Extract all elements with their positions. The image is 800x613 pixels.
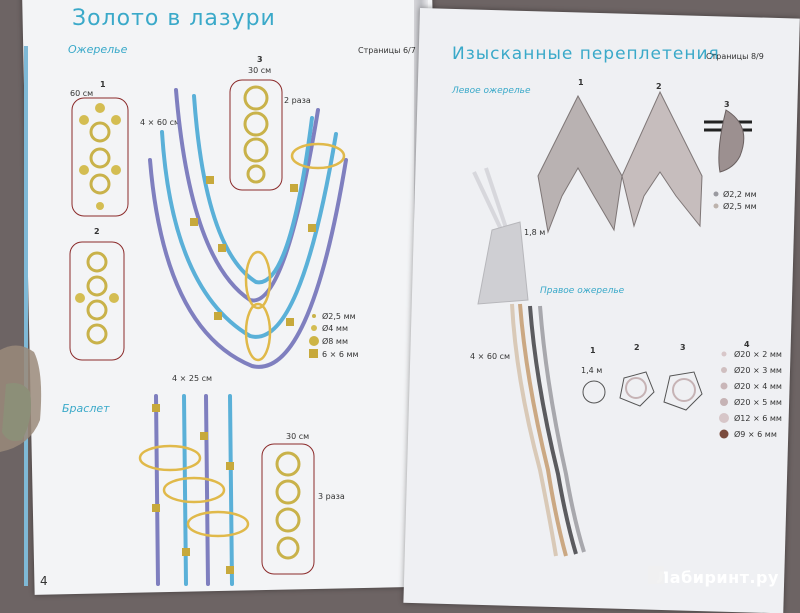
legend-label-2: Ø4 мм (322, 324, 348, 333)
right-legend-top-1: Ø2,2 мм (723, 190, 757, 199)
right-legend-top-swatches (713, 191, 719, 209)
r-step1-length: 1,4 м (581, 366, 603, 375)
right-step1-diagram (582, 380, 606, 404)
right-legend-bottom-4: Ø20 × 5 мм (734, 398, 782, 407)
step3-bead-diagram (229, 79, 283, 191)
step2-number: 2 (94, 227, 100, 236)
fingernail-shape (2, 383, 31, 441)
right-legend-bottom-5: Ø12 × 6 мм (734, 414, 782, 423)
left-edge-bar (24, 46, 28, 586)
leaf-pendant (704, 109, 752, 173)
left-page-number: 4 (40, 574, 48, 588)
right-step1-number: 1 (578, 78, 584, 87)
right-legend-top-2: Ø2,5 мм (723, 202, 757, 211)
step3-number: 3 (257, 55, 263, 64)
bracelet-strands (138, 394, 250, 586)
right-necklace-section-label: Правое ожерелье (540, 286, 625, 296)
necklace-section-label: Ожерелье (68, 43, 128, 56)
diagram-illustrations (0, 46, 752, 586)
bracelet-repeat: 3 раза (318, 492, 345, 501)
thread-length: 1,8 м (524, 228, 546, 237)
peyote-triangle-1 (537, 94, 623, 234)
peyote-triangle-2 (621, 90, 703, 228)
necklace-cubes (190, 176, 316, 326)
legend-label-4: 6 × 6 мм (322, 350, 359, 359)
step1-length: 60 см (70, 89, 94, 98)
step1-bead-diagram (71, 97, 129, 217)
legend-label-3: Ø8 мм (322, 337, 348, 346)
bracelet-section-label: Браслет (62, 402, 110, 415)
left-page-title: Золото в лазури (72, 6, 276, 31)
necklace-strands (148, 88, 348, 369)
step3-length: 30 см (248, 66, 272, 75)
right-legend-bottom-swatches (719, 351, 729, 439)
left-pages-ref: Страницы 6/7 (358, 46, 416, 55)
right-step3-number: 3 (724, 100, 730, 109)
r-step3-number: 3 (680, 343, 686, 352)
step3-repeat: 2 раза (284, 96, 311, 105)
bracelet-length: 30 см (286, 432, 310, 441)
bracelet-cubes (152, 404, 234, 574)
cone-and-strands (472, 167, 586, 557)
left-necklace-section-label: Левое ожерелье (452, 86, 531, 96)
bracelet-strands-label: 4 × 25 см (172, 374, 213, 383)
right-legend-bottom-2: Ø20 × 3 мм (734, 366, 782, 375)
watermark-text: Лабиринт.ру (656, 568, 779, 587)
r-step4-number: 4 (744, 340, 750, 349)
legend-label-1: Ø2,5 мм (322, 312, 356, 321)
r-step2-number: 2 (634, 343, 640, 352)
right-strands-label: 4 × 60 см (470, 352, 511, 361)
right-legend-bottom-3: Ø20 × 4 мм (734, 382, 782, 391)
right-page-title: Изысканные переплетения (452, 44, 720, 64)
right-step2-diagram (619, 371, 655, 407)
right-step2-number: 2 (656, 82, 662, 91)
right-legend-bottom-6: Ø9 × 6 мм (734, 430, 777, 439)
right-pages-ref: Страницы 8/9 (706, 52, 764, 61)
right-step3-diagram (663, 371, 703, 411)
step1-number: 1 (100, 80, 106, 89)
strands-label: 4 × 60 см (140, 118, 181, 127)
step2-bead-diagram (69, 241, 125, 361)
left-legend-swatches (309, 314, 319, 358)
r-step1-number: 1 (590, 346, 596, 355)
bracelet-bead-diagram (261, 443, 315, 575)
watermark-logo-box (648, 566, 664, 584)
right-legend-bottom-1: Ø20 × 2 мм (734, 350, 782, 359)
